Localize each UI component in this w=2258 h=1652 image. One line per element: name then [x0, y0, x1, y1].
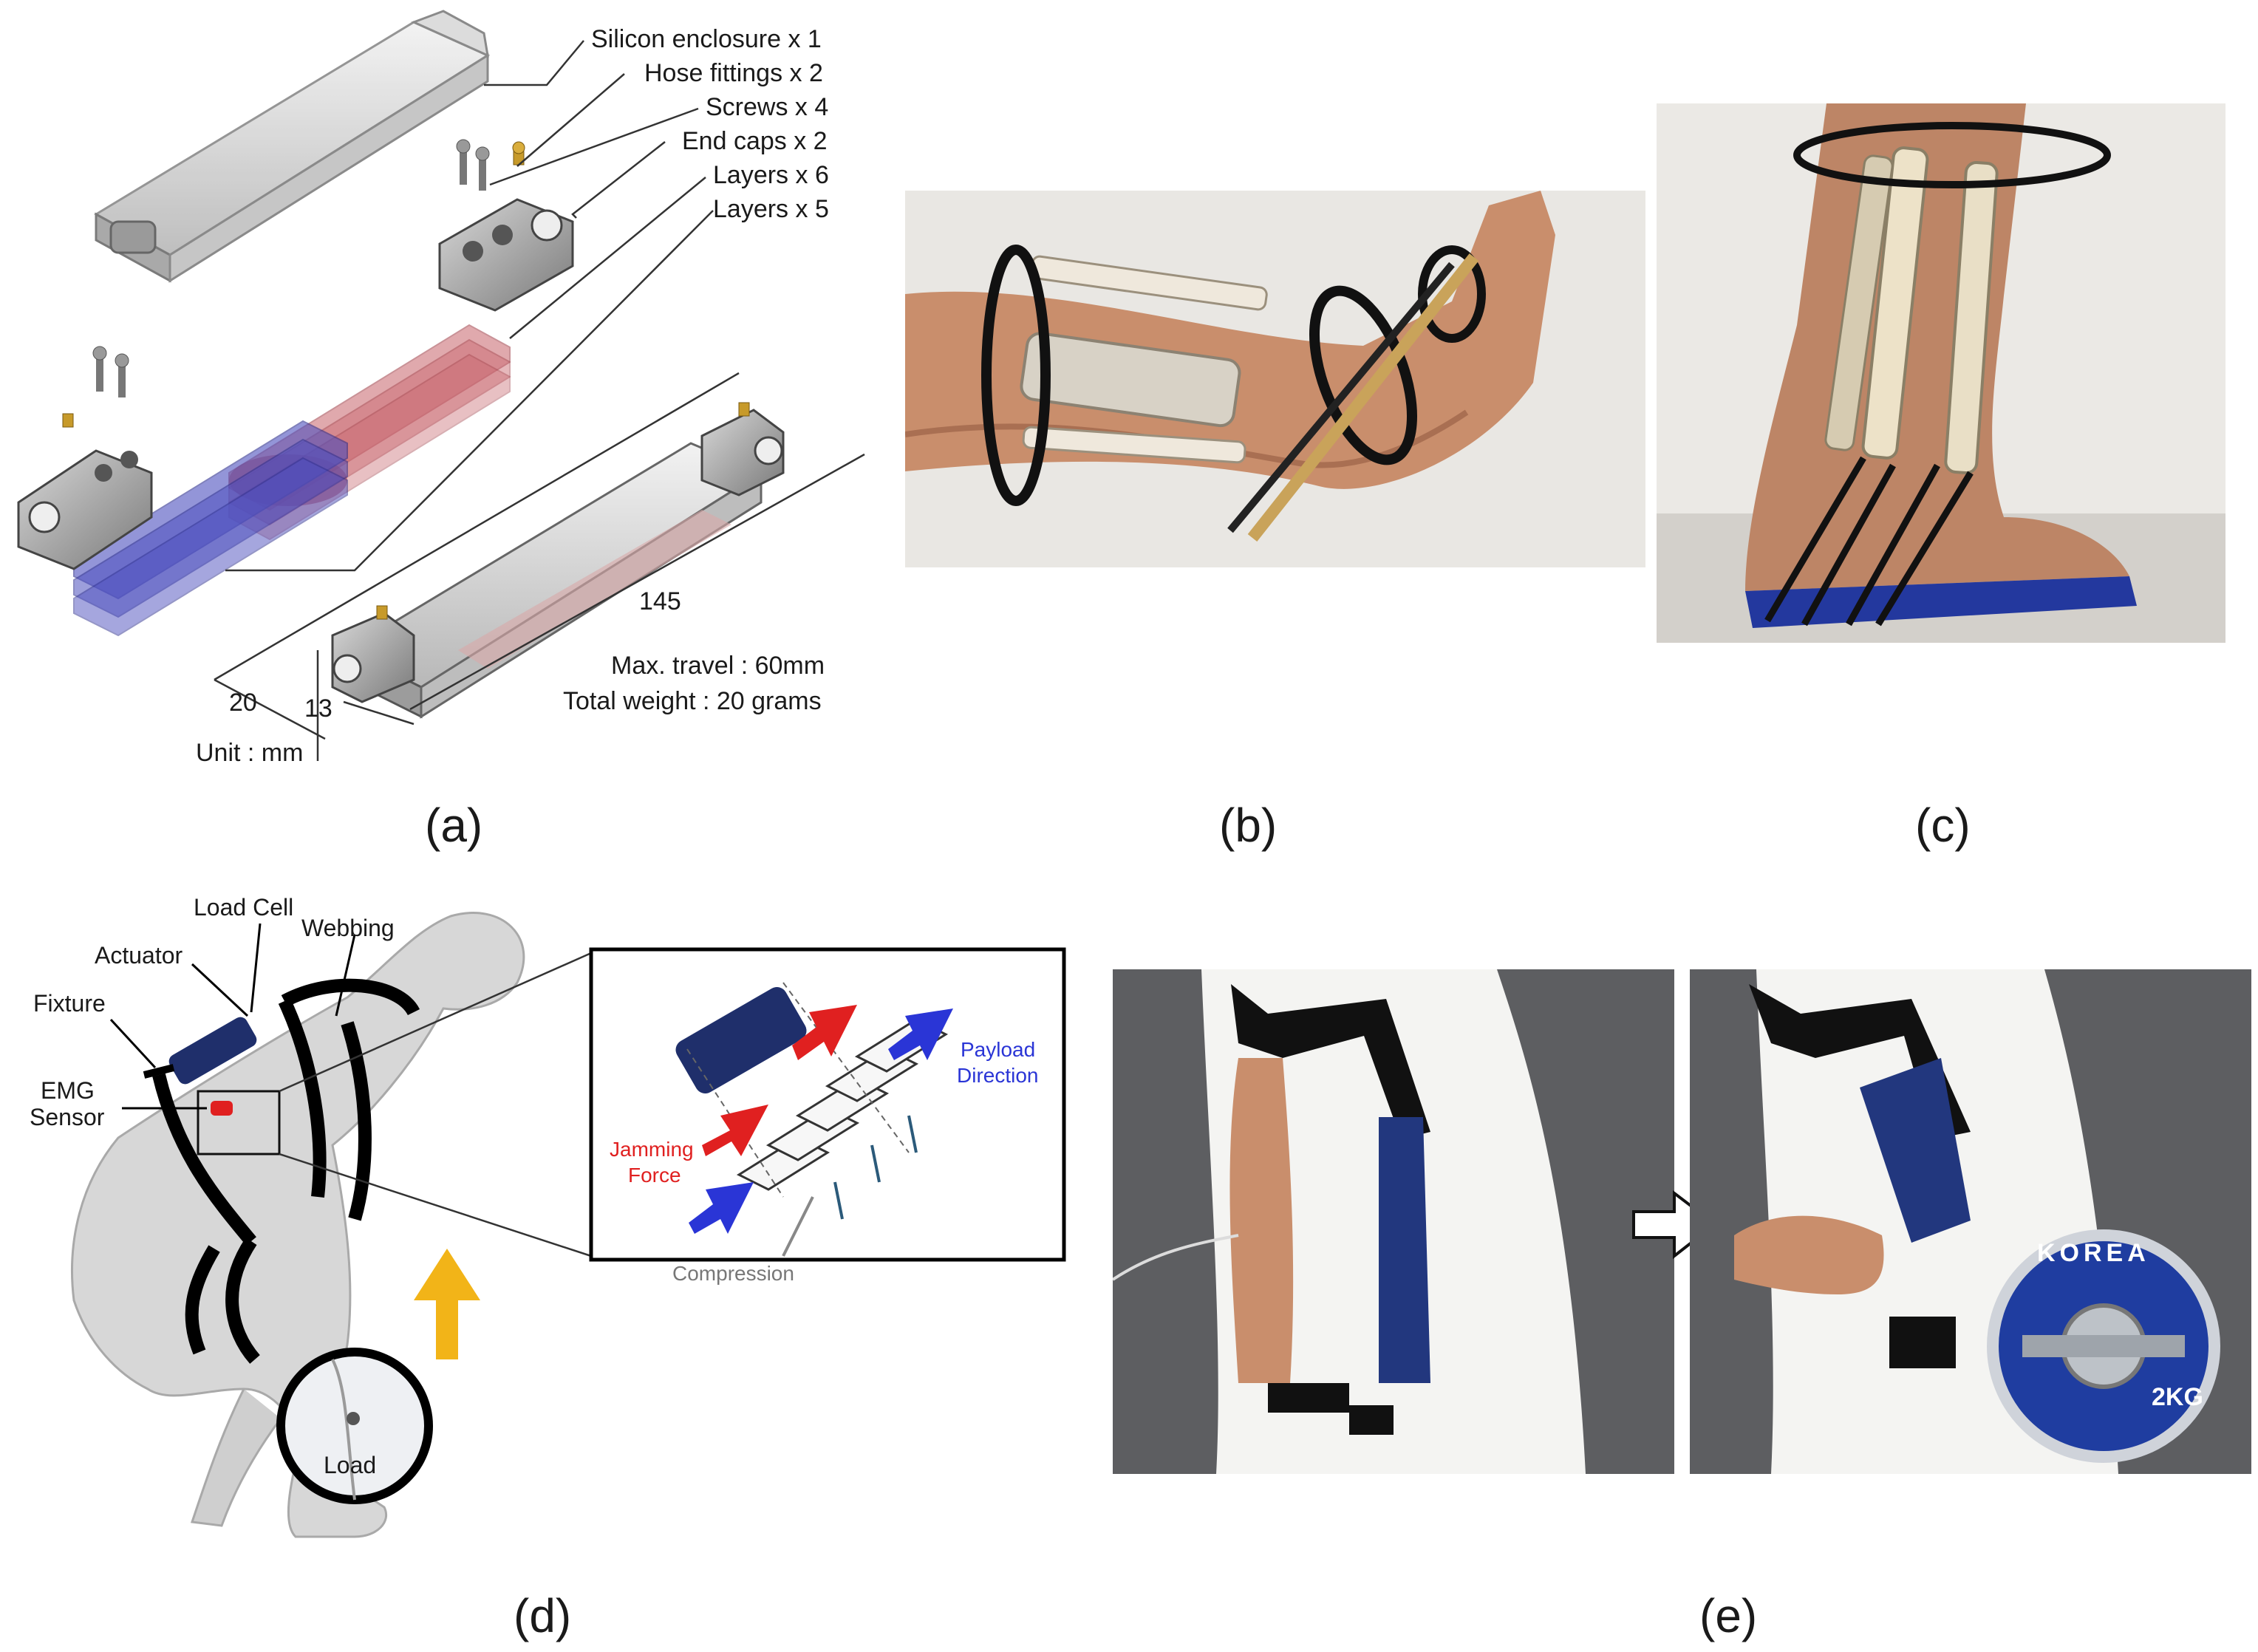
dimension-lines — [214, 372, 865, 761]
panel-label-e: (e) — [1699, 1589, 1758, 1642]
webbing-straps — [152, 978, 420, 1364]
blue-layer-stack — [73, 420, 348, 637]
end-cap-top — [438, 198, 574, 312]
dimension-length: 145 — [639, 587, 681, 615]
label-layers-6: Layers x 6 — [713, 161, 829, 189]
label-emg-line2: Sensor — [30, 1104, 105, 1130]
label-layers-5: Layers x 5 — [713, 195, 829, 223]
label-silicon-enclosure: Silicon enclosure x 1 — [591, 25, 822, 53]
label-fixture: Fixture — [33, 990, 106, 1017]
dimension-width: 20 — [229, 689, 257, 717]
panel-label-c: (c) — [1915, 799, 1971, 852]
plate-brand-text: KOREA — [2037, 1239, 2150, 1267]
back-support-figure — [71, 912, 1066, 1538]
label-load-cell: Load Cell — [194, 894, 294, 921]
label-payload-direction-1: Payload — [961, 1038, 1036, 1061]
panel-label-b: (b) — [1219, 799, 1278, 852]
plate-weight-text: 2KG — [2152, 1383, 2203, 1411]
dimension-height: 13 — [304, 694, 332, 723]
unit-label: Unit : mm — [196, 739, 304, 767]
label-end-caps: End caps x 2 — [682, 127, 828, 155]
emg-sensor — [211, 1101, 233, 1116]
screws-top-icon — [456, 139, 525, 191]
label-load: Load — [324, 1452, 377, 1478]
total-weight-label: Total weight : 20 grams — [563, 687, 822, 715]
panel-label-a: (a) — [425, 799, 483, 852]
panel-a-exploded-view: Silicon enclosure x 1 Hose fittings x 2 … — [0, 0, 887, 798]
label-webbing: Webbing — [301, 915, 395, 941]
exploded-cad-drawing — [17, 10, 865, 761]
label-payload-direction-2: Direction — [957, 1064, 1039, 1087]
silicon-enclosure — [93, 10, 491, 283]
label-actuator: Actuator — [95, 942, 183, 969]
panel-d-back-support-diagram: Load Cell Actuator Webbing Fixture EMG S… — [0, 872, 1079, 1581]
panel-label-d: (d) — [514, 1589, 572, 1642]
label-emg-line1: EMG — [41, 1077, 95, 1104]
panel-c-leg-photo — [1657, 103, 2225, 643]
label-jamming-force-1: Jamming — [610, 1138, 694, 1161]
label-compression: Compression — [672, 1262, 794, 1285]
label-jamming-force-2: Force — [628, 1164, 681, 1187]
panel-e-photo-after: KOREA 2KG — [1690, 969, 2251, 1474]
label-hose-fittings: Hose fittings x 2 — [644, 59, 823, 87]
label-screws: Screws x 4 — [706, 93, 829, 121]
end-cap-left — [17, 346, 153, 570]
actuator-block — [168, 1017, 257, 1085]
max-travel-label: Max. travel : 60mm — [611, 652, 825, 680]
leader-lines — [225, 40, 714, 572]
panel-e-photo-before — [1113, 969, 1674, 1474]
lift-arrow-icon — [414, 1249, 480, 1359]
panel-b-arm-photo — [905, 191, 1645, 567]
